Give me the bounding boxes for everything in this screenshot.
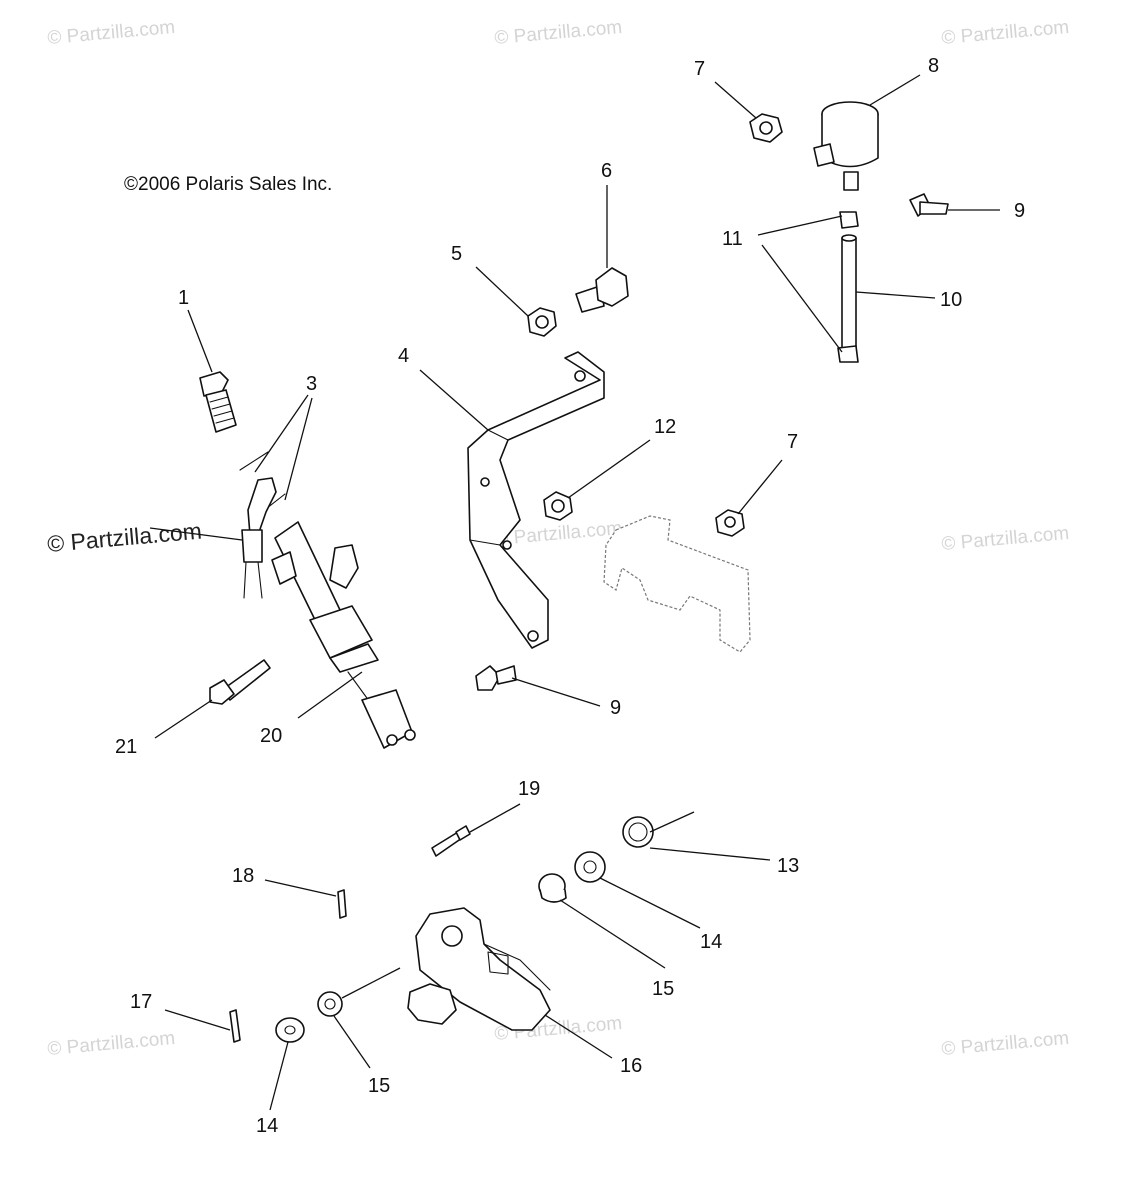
part-20-master-cylinder — [271, 521, 416, 749]
callout-12: 12 — [654, 416, 676, 438]
copyright-text: ©2006 Polaris Sales Inc. — [124, 174, 332, 195]
callout-15-right: 15 — [652, 978, 674, 1000]
part-7-nut-mid — [715, 509, 745, 537]
part-15-bushing-left — [317, 991, 343, 1017]
watermark-top-right: © Partzilla.com — [941, 17, 1070, 49]
watermark-top-left: © Partzilla.com — [47, 17, 176, 49]
watermark-bottom-right: © Partzilla.com — [941, 1028, 1070, 1060]
part-16-pedal — [407, 907, 551, 1031]
callout-11: 11 — [722, 228, 743, 250]
callout-labels: 1 3 4 5 6 7 8 9 10 11 12 7 9 21 20 19 13… — [115, 55, 1025, 1137]
callout-4: 4 — [398, 345, 409, 367]
callout-6: 6 — [601, 160, 612, 182]
callout-8: 8 — [928, 55, 939, 77]
callout-7-top: 7 — [694, 58, 705, 80]
callout-14-left: 14 — [256, 1115, 278, 1137]
part-11-clamps — [837, 211, 859, 363]
part-17-cotter-pin — [229, 1009, 241, 1043]
part-6-bolt — [575, 267, 629, 313]
part-10-hose — [841, 234, 857, 351]
callout-21: 21 — [115, 736, 137, 758]
part-7-nut-top — [749, 113, 783, 143]
callout-5: 5 — [451, 243, 462, 265]
watermark-mid-right: © Partzilla.com — [941, 523, 1070, 555]
part-14-washer-right — [574, 851, 606, 883]
callout-7-mid: 7 — [787, 431, 798, 453]
part-5-nut — [527, 307, 557, 337]
part-9-bolt-top — [909, 193, 949, 217]
callout-17: 17 — [130, 991, 152, 1013]
part-12-nut — [543, 491, 573, 521]
part-18-cotter-pin — [337, 889, 347, 919]
callout-20: 20 — [260, 725, 282, 747]
part-9-bolt-mid — [475, 665, 517, 691]
part-21-bolt — [209, 659, 271, 705]
callout-9-top: 9 — [1014, 200, 1025, 222]
part-13-spring — [622, 816, 654, 848]
callout-18: 18 — [232, 865, 254, 887]
part-19-pin — [431, 825, 471, 857]
part-15-bushing-right — [538, 873, 567, 903]
callout-9-mid: 9 — [610, 697, 621, 719]
callout-1: 1 — [178, 287, 189, 309]
watermark-top-center: © Partzilla.com — [494, 17, 623, 49]
callout-19: 19 — [518, 778, 540, 800]
part-4-bracket — [467, 351, 605, 649]
part-1-fitting — [199, 371, 237, 433]
ghost-bracket — [603, 515, 751, 653]
callout-14-right: 14 — [700, 931, 722, 953]
part-14-washer-left — [275, 1017, 305, 1043]
part-3-hose — [239, 451, 286, 599]
part-8-reservoir — [813, 101, 879, 191]
callout-16: 16 — [620, 1055, 642, 1077]
leader-lines — [149, 74, 1000, 1111]
watermark-left-dark: © Partzilla.com — [46, 518, 203, 557]
callout-10: 10 — [940, 289, 962, 311]
callout-15-left: 15 — [368, 1075, 390, 1097]
callout-13: 13 — [777, 855, 799, 877]
callout-3: 3 — [306, 373, 317, 395]
watermark-bottom-left: © Partzilla.com — [47, 1028, 176, 1060]
